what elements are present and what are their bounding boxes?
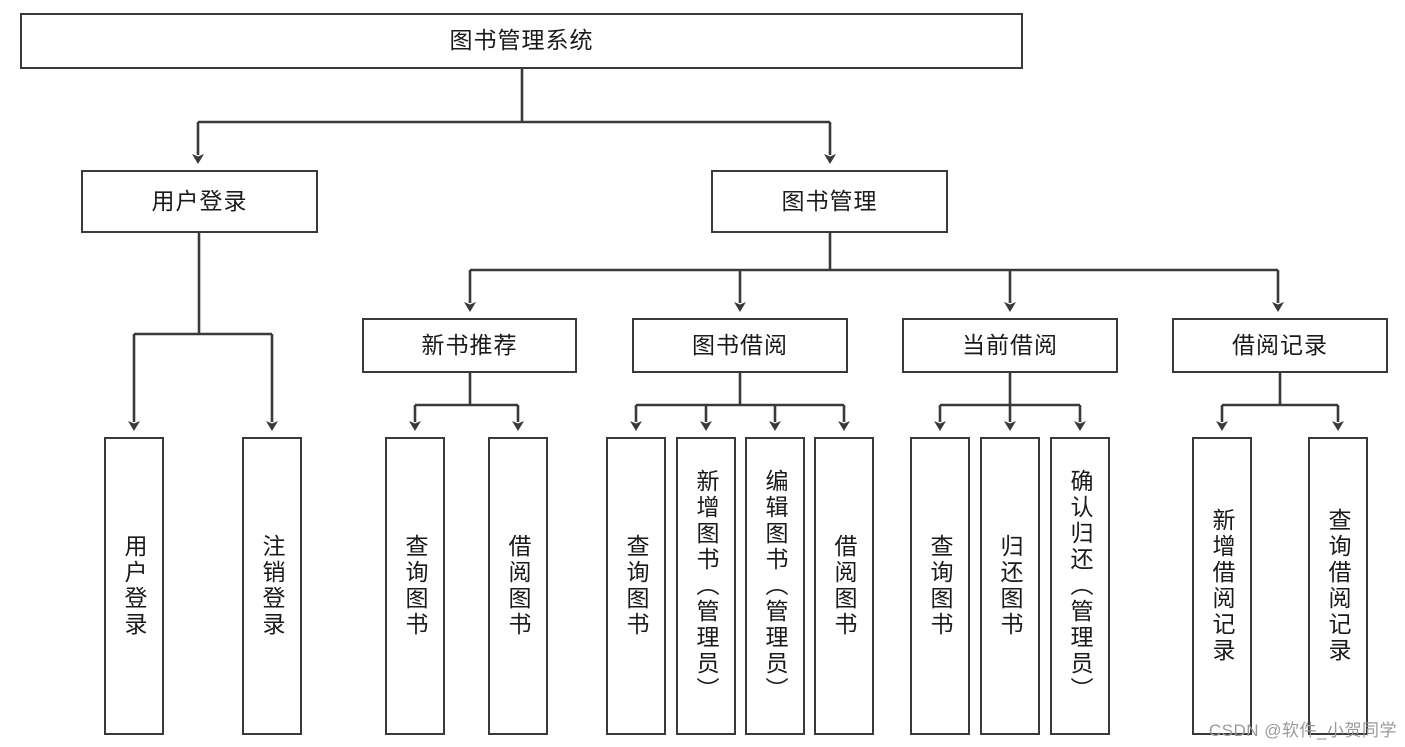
leaf-query-book-2[interactable]: 查询图书 [606,437,666,735]
node-label: 借阅图书 [831,534,858,638]
leaf-edit-book[interactable]: 编辑图书（管理员） [745,437,805,735]
node-label: 注销登录 [259,534,286,638]
leaf-return-book[interactable]: 归还图书 [980,437,1040,735]
node-root-book-management-system[interactable]: 图书管理系统 [20,13,1023,69]
leaf-query-record[interactable]: 查询借阅记录 [1308,437,1368,735]
node-label: 用户登录 [151,187,248,214]
node-label: 查询借阅记录 [1325,508,1352,664]
node-label: 编辑图书（管理员） [762,469,789,703]
leaf-borrow-book-1[interactable]: 借阅图书 [488,437,548,735]
node-label: 新增借阅记录 [1209,508,1236,664]
node-label: 用户登录 [121,534,148,638]
node-label: 图书借阅 [692,331,788,358]
node-label: 新书推荐 [421,331,518,358]
node-new-book-recommend[interactable]: 新书推荐 [362,318,577,373]
leaf-user-login[interactable]: 用户登录 [104,437,164,735]
leaf-add-record[interactable]: 新增借阅记录 [1192,437,1252,735]
node-label: 新增图书（管理员） [693,469,720,703]
node-label: 借阅记录 [1232,331,1328,358]
node-borrow-record[interactable]: 借阅记录 [1172,318,1388,373]
node-label: 归还图书 [997,534,1024,638]
node-label: 确认归还（管理员） [1067,469,1094,703]
node-label: 图书管理 [781,187,878,214]
leaf-confirm-return[interactable]: 确认归还（管理员） [1050,437,1110,735]
watermark: CSDN @软件_小贺同学 [1208,721,1397,740]
node-label: 查询图书 [927,534,954,638]
node-label: 图书管理系统 [449,27,594,54]
node-label: 借阅图书 [505,534,532,638]
leaf-borrow-book-2[interactable]: 借阅图书 [814,437,874,735]
node-book-management[interactable]: 图书管理 [711,170,948,233]
leaf-query-book-1[interactable]: 查询图书 [385,437,445,735]
node-current-borrow[interactable]: 当前借阅 [902,318,1118,373]
leaf-add-book[interactable]: 新增图书（管理员） [676,437,736,735]
leaf-logout-login[interactable]: 注销登录 [242,437,302,735]
node-user-login[interactable]: 用户登录 [81,170,318,233]
leaf-query-book-3[interactable]: 查询图书 [910,437,970,735]
node-label: 当前借阅 [962,331,1058,358]
node-label: 查询图书 [623,534,650,638]
node-book-borrow[interactable]: 图书借阅 [632,318,848,373]
node-label: 查询图书 [402,534,429,638]
